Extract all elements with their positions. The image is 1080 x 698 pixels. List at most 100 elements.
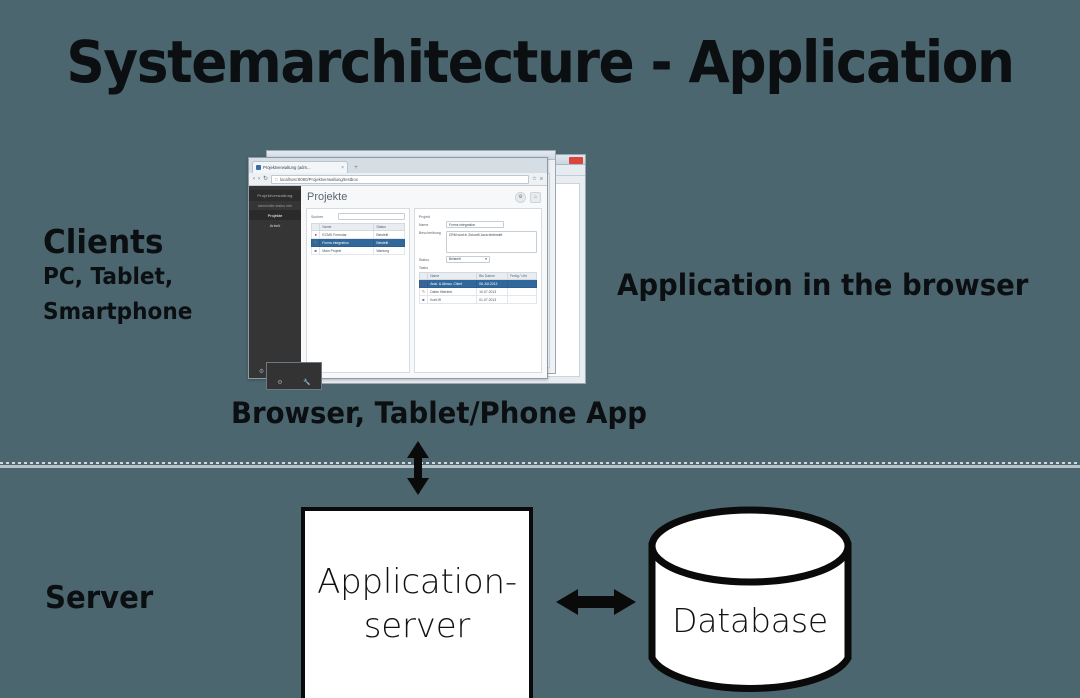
sidebar-item-projekte[interactable]: Projekte — [249, 210, 301, 220]
table-row[interactable]: ✎ Daten filtertest 10.07.2013 — [418, 287, 538, 296]
application-in-browser-note: Application in the browser — [617, 268, 1029, 302]
cell-done — [506, 295, 538, 304]
tasks-table: Name Bis Datum Fertig / Uhr ● Anal. & Ab… — [418, 272, 538, 304]
app-page-title: Projekte — [307, 191, 348, 203]
bookmark-star-icon[interactable]: ☆ — [531, 176, 537, 182]
reload-icon[interactable]: ↻ — [263, 176, 269, 182]
clients-zone-subtitle: PC, Tablet, Smartphone — [43, 260, 192, 330]
column-header-done: Fertig / Uhr — [506, 272, 538, 280]
client-screenshot-stack: Projektverwaltung (adm... × + ‹ › ↻ □ lo… — [248, 150, 588, 390]
browser-tabstrip: Projektverwaltung (adm... × + — [249, 158, 547, 173]
tasks-section-caption: Tasks — [418, 266, 429, 270]
edit-icon: ✎ — [418, 287, 429, 296]
client-server-connector-arrow — [407, 441, 429, 495]
page-info-icon: □ — [275, 176, 278, 182]
field-label-beschreibung: Beschreibung — [418, 231, 441, 235]
browser-window: Projektverwaltung (adm... × + ‹ › ↻ □ lo… — [248, 157, 548, 379]
field-row-status: Status Beistellt ▾ — [419, 256, 537, 263]
project-detail-panel: Projekt Name Forms integration Beschreib… — [413, 208, 542, 373]
chevron-down-icon: ▾ — [485, 257, 487, 261]
search-row: Suchen — [311, 213, 405, 220]
home-icon[interactable]: ⌂ — [530, 191, 541, 203]
column-header-icon — [310, 223, 321, 231]
cell-name: Main Projekt — [319, 246, 375, 255]
application-server-label-line-1: Application- — [317, 561, 517, 602]
column-header-due: Bis Datum — [476, 272, 508, 280]
cell-task-name: Anal. & Abnau. Client — [427, 279, 478, 288]
column-header-status: Status — [373, 223, 405, 231]
cell-task-name: Daten filtertest — [427, 287, 478, 296]
detail-section-caption: Projekt — [418, 215, 431, 219]
field-label-status: Status — [418, 257, 430, 262]
page-title: Systemarchitecture - Application — [66, 28, 1015, 96]
sidebar-item-arbeit[interactable]: Arbeit — [269, 222, 281, 228]
cell-status: Wartung — [373, 246, 405, 255]
app-header: Projekte ⚙ ⌂ — [301, 186, 547, 208]
cell-due: 01.07.2013 — [476, 295, 508, 304]
field-select-status-value: Beistellt — [448, 257, 461, 261]
field-textarea-beschreibung[interactable]: CRM wird in Zukunft Java einbindet — [445, 231, 537, 253]
application-server-label-line-2: server — [363, 605, 471, 646]
app-brand-label: Projektverwaltung — [249, 190, 301, 201]
error-icon: ● — [418, 279, 429, 288]
appserver-database-connector-arrow — [556, 589, 636, 615]
application-server-label: Application- server — [317, 561, 517, 648]
field-input-name[interactable]: Forms integration — [445, 221, 504, 228]
column-header-task-name: Name — [427, 272, 478, 280]
wrench-icon: 🔧 — [303, 380, 311, 386]
settings-icon[interactable]: ⚙ — [515, 191, 526, 203]
server-zone-heading: Server — [45, 580, 154, 616]
new-tab-button[interactable]: + — [354, 165, 358, 171]
column-header-name: Name — [319, 223, 375, 231]
database-cylinder-shape — [648, 506, 852, 692]
mobile-device-mock: ⚙ 🔧 — [266, 362, 322, 390]
close-icon — [569, 156, 583, 164]
cell-status: Beistellt — [373, 230, 405, 239]
back-icon[interactable]: ‹ — [253, 176, 255, 182]
field-label-name: Name — [418, 222, 429, 227]
app-sidebar: Projektverwaltung admin/site status role… — [249, 186, 301, 378]
url-input[interactable]: □ localhost:8080/Projektverwaltung/testb… — [271, 174, 529, 184]
search-label: Suchen — [311, 214, 324, 219]
column-header-icon — [418, 272, 429, 280]
cell-status: Beistellt — [373, 238, 405, 247]
web-app-viewport: Projektverwaltung admin/site status role… — [249, 186, 547, 378]
field-select-status[interactable]: Beistellt ▾ — [445, 256, 490, 263]
browser-tab[interactable]: Projektverwaltung (adm... × — [252, 161, 348, 173]
table-row[interactable]: ✎ Forms integration Beistellt — [310, 238, 405, 247]
cell-name: ECMS Formular — [319, 230, 375, 239]
clients-subtitle-line-1: PC, Tablet, — [43, 264, 174, 290]
cell-due: 10.07.2013 — [476, 287, 508, 296]
zone-divider-solid-line — [0, 465, 1080, 468]
close-icon[interactable]: × — [341, 164, 344, 171]
edit-icon: ✎ — [310, 238, 321, 247]
search-input[interactable] — [338, 213, 405, 220]
app-panels: Suchen Name Status — [301, 208, 547, 378]
table-header-row: Name Status — [310, 223, 405, 231]
zone-divider-dotted-line — [0, 462, 1080, 464]
table-row[interactable]: ● ECMS Formular Beistellt — [310, 230, 405, 239]
app-content: Projekte ⚙ ⌂ Suchen — [301, 186, 547, 378]
doc-icon: ■ — [418, 295, 429, 304]
gear-icon[interactable]: ⚙ — [258, 368, 265, 375]
cell-name: Forms integration — [319, 238, 375, 247]
clients-zone-heading: Clients — [43, 222, 164, 261]
field-row-name: Name Forms integration — [419, 221, 537, 228]
forward-icon[interactable]: › — [258, 176, 260, 182]
cell-due: 06.JUI.2013 — [476, 279, 508, 288]
project-list-panel: Suchen Name Status — [306, 208, 410, 373]
app-header-actions: ⚙ ⌂ — [515, 191, 541, 203]
client-devices-caption: Browser, Tablet/Phone App — [231, 396, 647, 430]
field-row-beschreibung: Beschreibung CRM wird in Zukunft Java ei… — [419, 231, 537, 253]
table-header-row: Name Bis Datum Fertig / Uhr — [418, 272, 538, 280]
browser-menu-icon[interactable]: ≡ — [539, 176, 543, 182]
clients-subtitle-line-2: Smartphone — [43, 298, 193, 325]
application-server-box: Application- server — [301, 507, 533, 698]
table-row[interactable]: ■ Konf.lff 01.07.2013 — [418, 295, 538, 304]
error-icon: ● — [310, 230, 321, 239]
cell-done — [506, 279, 538, 288]
table-row[interactable]: ● Anal. & Abnau. Client 06.JUI.2013 — [418, 279, 538, 288]
table-row[interactable]: ■ Main Projekt Wartung — [310, 246, 405, 255]
favicon-icon — [256, 165, 261, 170]
database-label: Database — [672, 601, 828, 640]
